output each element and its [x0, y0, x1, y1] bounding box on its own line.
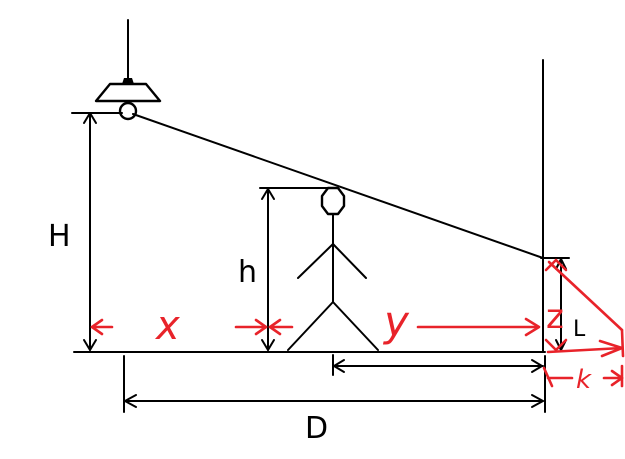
distance-dimension [123, 355, 546, 413]
street-lamp-icon [94, 19, 162, 121]
y-span-annotation [416, 317, 541, 337]
distance-label: D [305, 411, 328, 446]
projection-triangle-annotation [546, 260, 625, 358]
lamp-height-label: H [48, 219, 71, 254]
y-annotation: y [382, 297, 410, 346]
z-span-annotation [544, 258, 568, 352]
light-ray [132, 113, 544, 259]
x-span-annotation [90, 318, 294, 336]
x-annotation: x [154, 303, 180, 349]
wall-shadow-label: L [573, 317, 586, 342]
person-height-dimension [259, 187, 331, 351]
z-annotation: z [546, 297, 564, 337]
k-annotation: k [576, 365, 592, 395]
person-height-label: h [238, 255, 257, 290]
person-to-wall-dimension [332, 354, 544, 376]
lamp-height-dimension [71, 112, 123, 351]
k-span-annotation [542, 364, 624, 388]
stick-figure-icon [287, 186, 379, 351]
